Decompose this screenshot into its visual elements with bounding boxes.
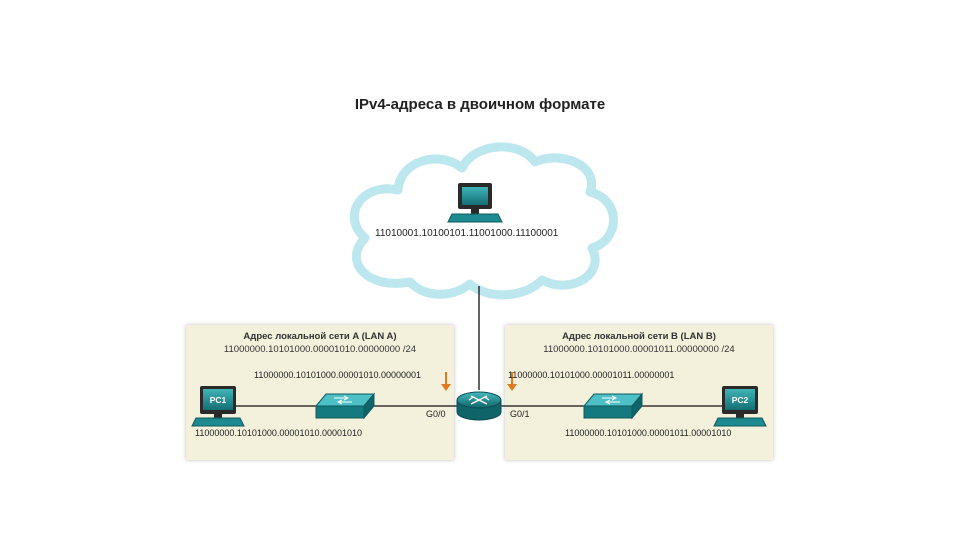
lan-a-network-address: 11000000.10101000.00001010.00000000 /24 xyxy=(223,344,417,355)
pc2-icon: PC2 xyxy=(713,386,767,427)
lan-b-router-interface-address: 11000000.10101000.00001011.00000001 xyxy=(508,370,675,380)
lan-a-router-interface-address: 11000000.10101000.00001010.00000001 xyxy=(254,370,422,380)
switch2-icon xyxy=(582,392,644,420)
server-computer-icon xyxy=(447,183,503,223)
g0-0-arrow-icon xyxy=(441,372,451,391)
server-address: 11010001.10100101.11001000.11100001 xyxy=(375,228,559,239)
pc2-address: 11000000.10101000.00001011.00001010 xyxy=(565,428,732,438)
interface-g0-1-label: G0/1 xyxy=(510,409,530,419)
lan-b-network-address: 11000000.10101000.00001011.00000000 /24 xyxy=(543,344,735,355)
switch1-icon xyxy=(314,392,376,420)
pc1-address: 11000000.10101000.00001010.00001010 xyxy=(195,428,363,438)
interface-g0-0-label: G0/0 xyxy=(426,409,446,419)
pc1-icon: PC1 xyxy=(191,386,245,427)
pc1-label: PC1 xyxy=(210,395,227,405)
lan-b-title: Адрес локальной сети B (LAN B) xyxy=(562,331,716,342)
diagram-title: IPv4-адреса в двоичном формате xyxy=(354,96,606,113)
g0-1-arrow-icon xyxy=(507,372,517,391)
router-icon xyxy=(456,391,502,421)
lan-a-title: Адрес локальной сети A (LAN A) xyxy=(243,331,397,342)
pc2-label: PC2 xyxy=(732,395,749,405)
